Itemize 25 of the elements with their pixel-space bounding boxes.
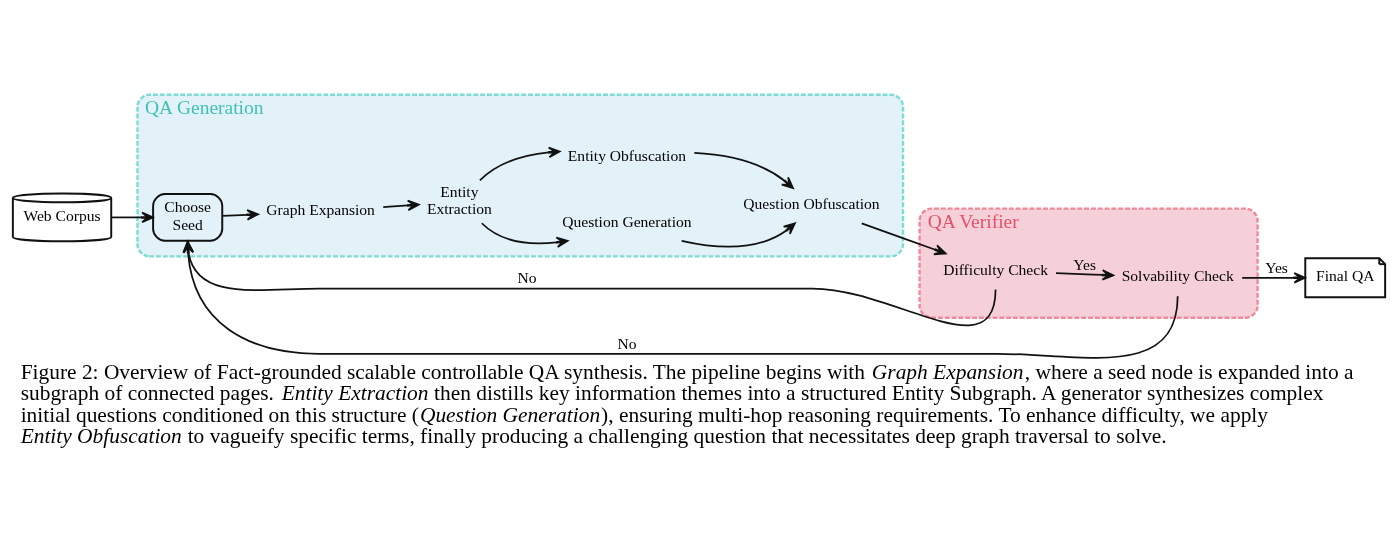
- edge-label: Yes: [1073, 255, 1097, 273]
- arrow: [479, 146, 561, 182]
- arrow: [693, 152, 794, 190]
- node-text: Difficulty Check: [943, 260, 1048, 278]
- node-text: Solvability Check: [1121, 267, 1234, 285]
- arrow: [680, 222, 796, 248]
- caption: Figure 2: Overview of Fact-grounded scalable controllable QA synthesis. The pipeline begins with Graph Expansion, where a seed node is expanded into a subgraph of connected pages. Entity Extraction then distills key information themes into a structured Entity Subgraph. A generator synthesizes complex initial questions conditioned on this structure (Question Generation), ensuring multi-hop reasoning requirements. To enhance difficulty, we apply Entity Obfuscation to vagueify specific terms, finally producing a challenging question that necessitates deep graph traversal to solve.: [20, 359, 1354, 448]
- node-box: Choose Seed: [152, 193, 224, 242]
- arrow: [221, 209, 259, 221]
- node-text: Entity Extraction: [426, 182, 492, 218]
- arrow: [182, 240, 997, 327]
- arrow: [110, 211, 154, 224]
- node-text: Question Obfuscation: [743, 195, 880, 213]
- node-text: Question Generation: [562, 212, 692, 230]
- node-text: Entity Obfuscation: [567, 146, 686, 164]
- arrow: [480, 222, 569, 248]
- edge-label: No: [617, 334, 637, 352]
- arrow: [182, 240, 1179, 359]
- arrow: [382, 199, 420, 212]
- arrow: [1241, 272, 1306, 284]
- arrow: [1055, 269, 1115, 281]
- edge-label: Yes: [1265, 258, 1288, 276]
- node-text: Graph Expansion: [266, 201, 375, 219]
- edge-label: No: [517, 269, 537, 287]
- arrow: [860, 222, 947, 256]
